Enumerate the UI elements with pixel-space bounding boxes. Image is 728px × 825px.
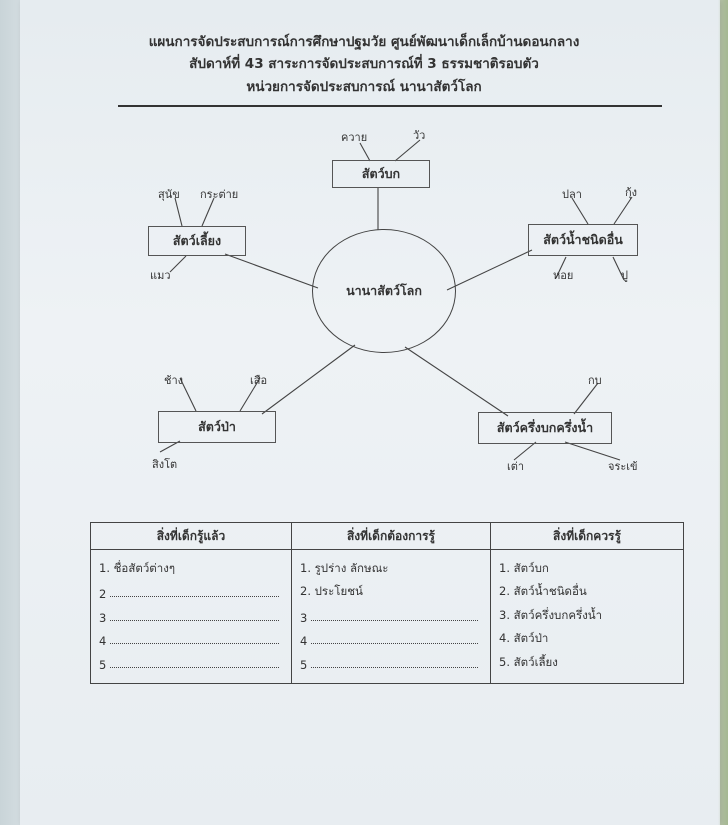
label-lion: สิงโต — [152, 458, 178, 471]
col-header-want: สิ่งที่เด็กต้องการรู้ — [291, 522, 491, 550]
list-item: 2 — [99, 578, 285, 601]
page-edge — [718, 0, 728, 825]
hub-label: นานาสัตว์โลก — [346, 283, 422, 298]
label-dog: สุนัข — [158, 188, 180, 201]
list-item: 1. ชื่อสัตว์ต่างๆ — [99, 560, 176, 575]
list-item: 5. สัตว์เลี้ยง — [499, 654, 558, 669]
list-item: 5 — [300, 648, 484, 672]
header-divider — [118, 105, 662, 107]
box-amphibians: สัตว์ครึ่งบกครึ่งน้ำ — [478, 412, 612, 444]
box-pets: สัตว์เลี้ยง — [148, 226, 246, 256]
list-item: 1. รูปร่าง ลักษณะ — [300, 560, 389, 575]
label-shellfish: หอย — [553, 269, 574, 282]
header-line-1: แผนการจัดประสบการณ์การศึกษาปฐมวัย ศูนย์พ… — [148, 34, 580, 50]
list-item: 2. สัตว์น้ำชนิดอื่น — [499, 584, 587, 598]
list-item: 3. สัตว์ครึ่งบกครึ่งน้ำ — [499, 607, 603, 622]
list-item: 3 — [99, 601, 285, 625]
list-item: 5 — [99, 648, 285, 672]
col-header-should: สิ่งที่เด็กควรรู้ — [490, 522, 684, 550]
label-crab: ปู — [621, 269, 628, 282]
list-item: 3 — [300, 601, 484, 625]
label-cow: วัว — [413, 129, 426, 142]
label-crocodile: จระเข้ — [608, 460, 638, 473]
box-land-animals: สัตว์บก — [332, 160, 430, 188]
list-item: 4 — [300, 625, 484, 648]
header-line-2: สัปดาห์ที่ 43 สาระการจัดประสบการณ์ที่ 3 … — [189, 56, 539, 72]
label-cat: แมว — [150, 269, 171, 282]
label-buffalo: ควาย — [341, 131, 368, 144]
list-item: 1. สัตว์บก — [499, 560, 549, 575]
label-fish: ปลา — [562, 188, 582, 201]
box-amphibians-label: สัตว์ครึ่งบกครึ่งน้ำ — [496, 420, 594, 435]
column-want: 1. รูปร่าง ลักษณะ 2. ประโยชน์ 3 4 5 — [291, 549, 491, 684]
list-item: 4 — [99, 625, 285, 648]
label-frog: กบ — [588, 374, 602, 387]
column-known: 1. ชื่อสัตว์ต่างๆ 2 3 4 5 — [90, 549, 292, 684]
column-should: 1. สัตว์บก 2. สัตว์น้ำชนิดอื่น 3. สัตว์ค… — [490, 549, 684, 684]
hub-circle: นานาสัตว์โลก — [312, 229, 456, 353]
label-turtle: เต่า — [507, 460, 525, 473]
label-rabbit: กระต่าย — [200, 188, 239, 201]
label-tiger: เสือ — [250, 374, 268, 387]
box-water-animals-label: สัตว์น้ำชนิดอื่น — [543, 232, 623, 247]
kwl-table: สิ่งที่เด็กรู้แล้ว สิ่งที่เด็กต้องการรู้… — [90, 522, 684, 684]
label-shrimp: กุ้ง — [625, 186, 638, 199]
box-land-animals-label: สัตว์บก — [361, 166, 401, 181]
box-wild-animals: สัตว์ป่า — [158, 411, 276, 443]
list-item: 4. สัตว์ป่า — [499, 631, 549, 645]
box-pets-label: สัตว์เลี้ยง — [172, 233, 222, 248]
label-elephant: ช้าง — [164, 374, 184, 387]
list-item: 2. ประโยชน์ — [300, 584, 363, 598]
box-wild-animals-label: สัตว์ป่า — [198, 419, 236, 434]
box-water-animals: สัตว์น้ำชนิดอื่น — [528, 224, 638, 256]
header-line-3: หน่วยการจัดประสบการณ์ นานาสัตว์โลก — [246, 79, 482, 95]
col-header-known: สิ่งที่เด็กรู้แล้ว — [90, 522, 292, 550]
